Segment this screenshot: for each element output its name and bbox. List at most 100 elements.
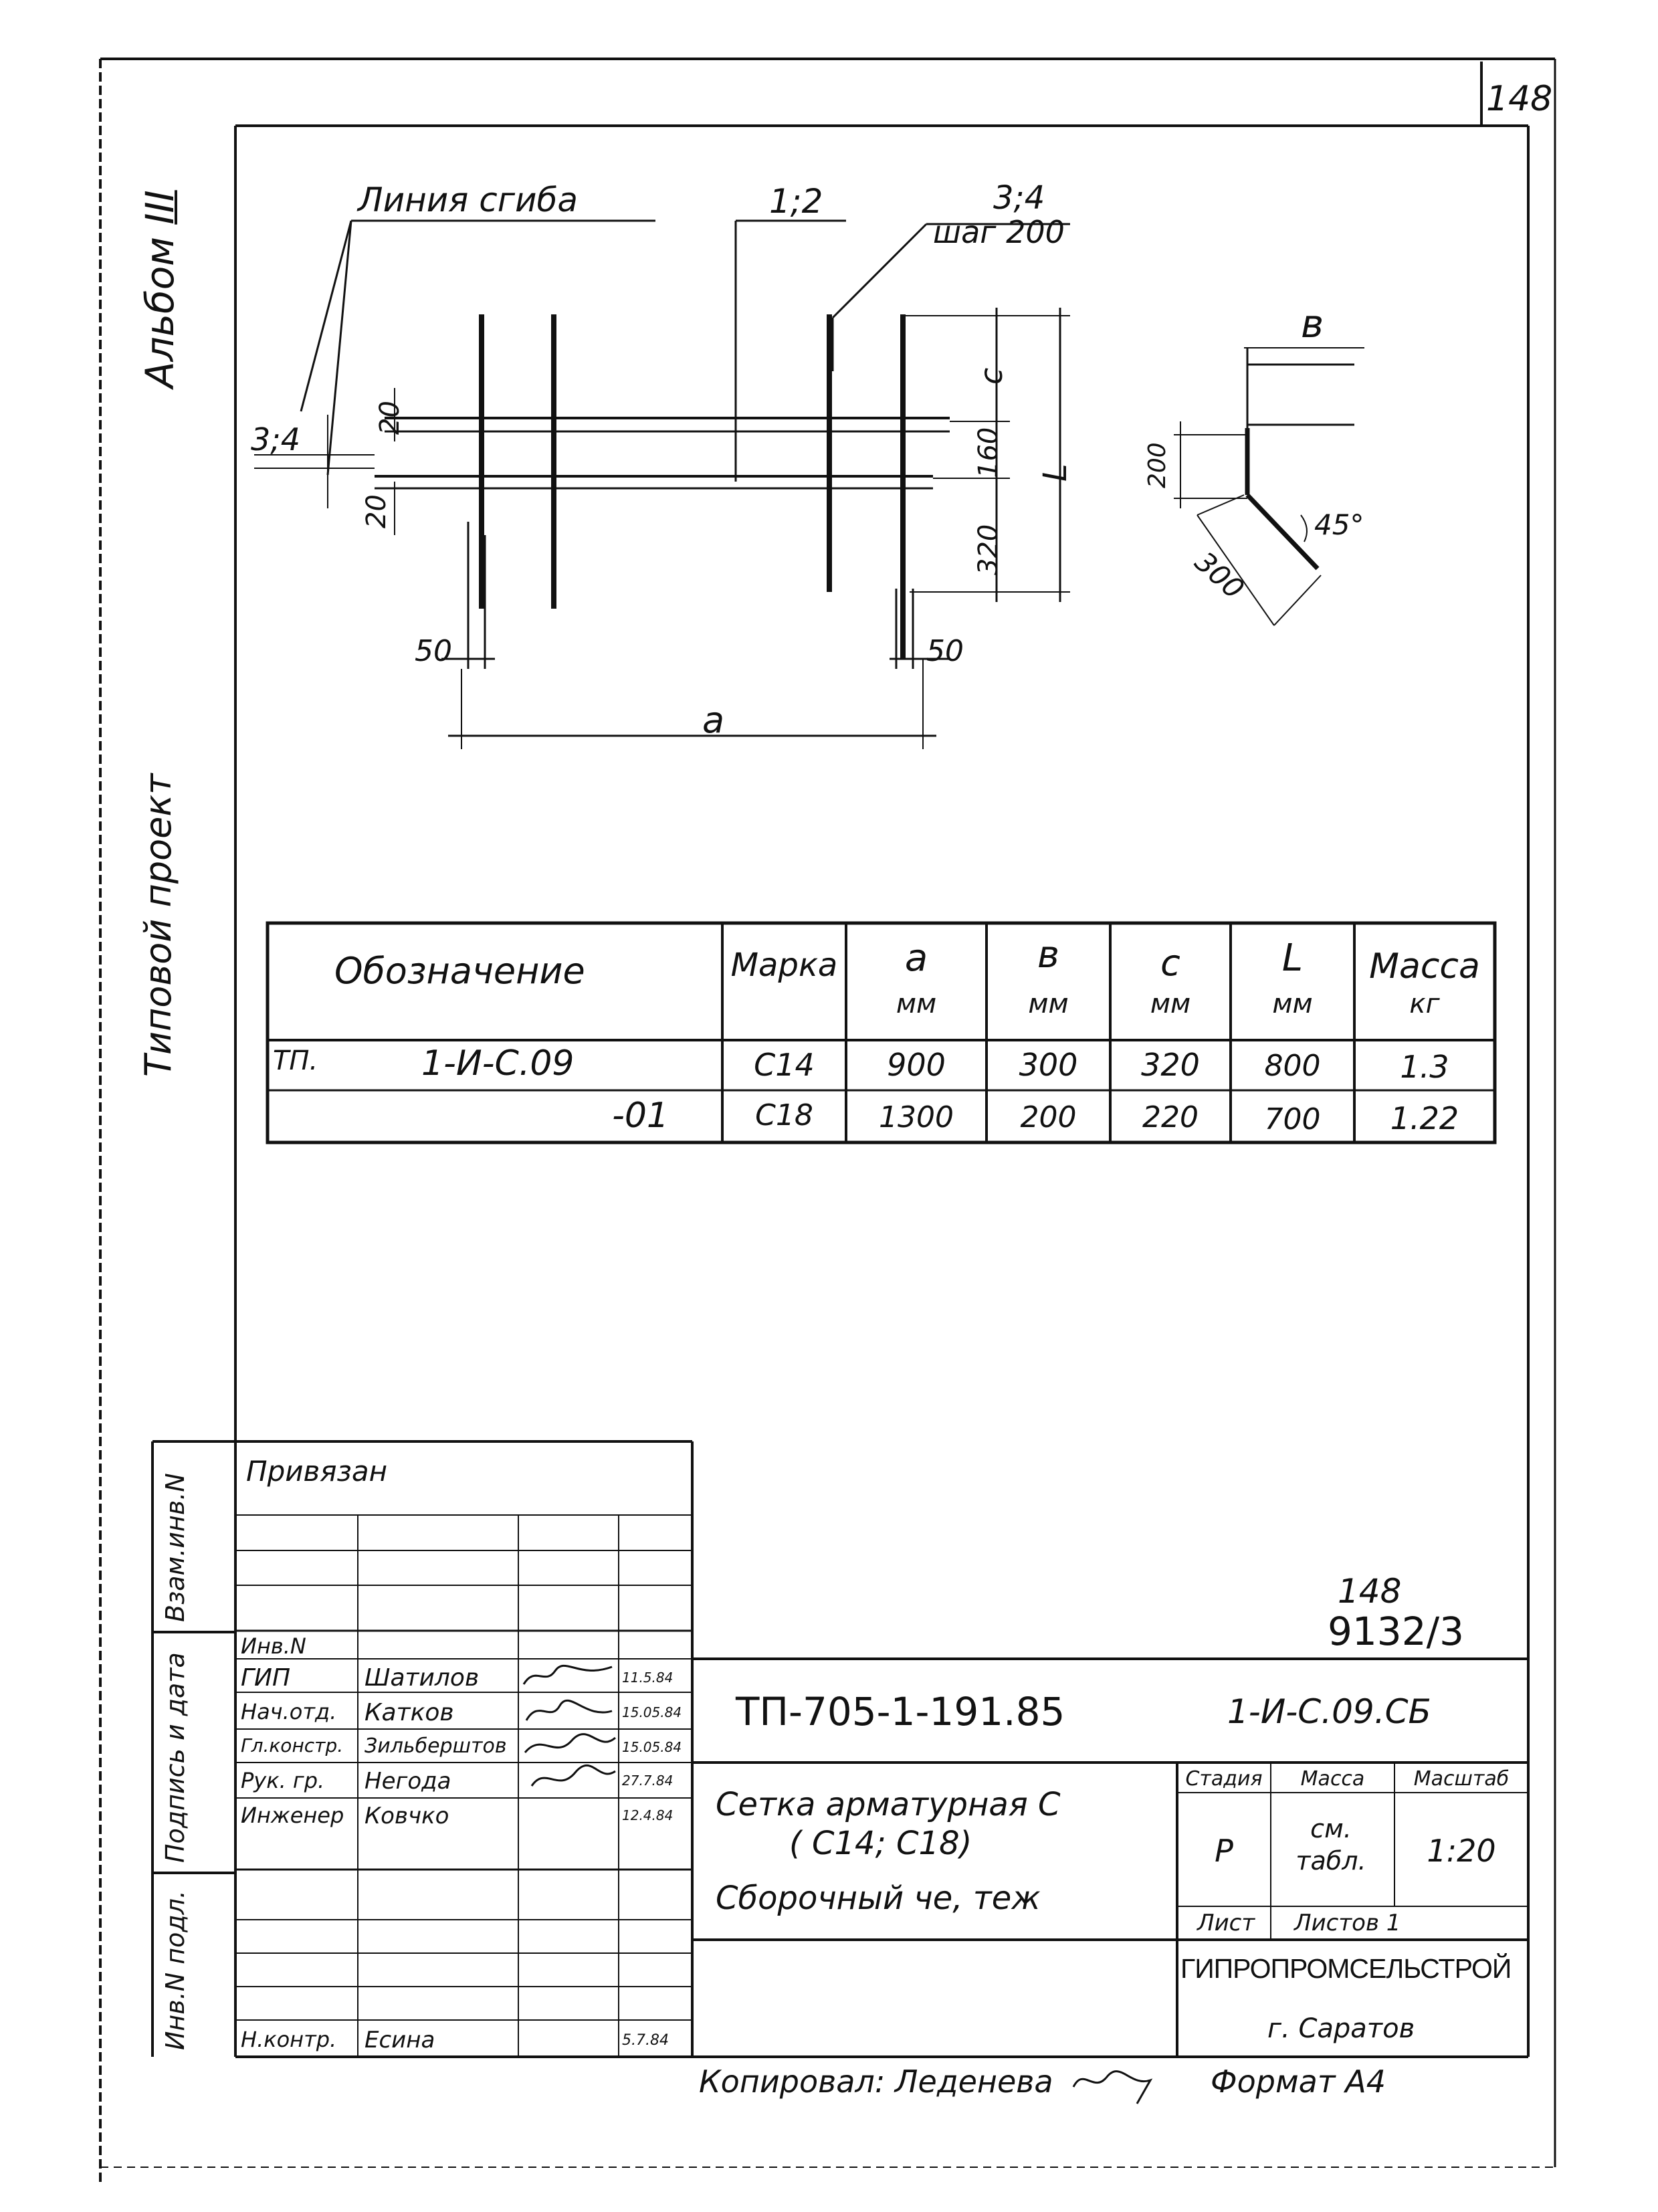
hdr-mass-unit: кг	[1409, 989, 1440, 1019]
mesh-drawing	[254, 219, 1070, 749]
corner-number-top: 148	[1338, 1572, 1402, 1611]
album-text: Альбом	[137, 237, 183, 388]
row1-c: 320	[1141, 1047, 1200, 1083]
step-label: шаг 200	[933, 214, 1065, 250]
side-podpis: Подпись и дата	[161, 1652, 190, 1863]
row1-b: 300	[1019, 1047, 1078, 1083]
project-code: ТП-705-1-191.85	[736, 1689, 1065, 1734]
dim-c-label: c	[973, 367, 1009, 385]
listov-label: Листов 1	[1294, 1910, 1401, 1936]
date-0: 11.5.84	[622, 1670, 673, 1686]
hdr-c: c	[1160, 942, 1180, 984]
norm-name: Есина	[365, 2027, 435, 2053]
masshtab-value: 1:20	[1427, 1833, 1496, 1869]
norm-role: Н.контр.	[241, 2027, 337, 2052]
stadia-label: Стадия	[1185, 1767, 1263, 1791]
detail-dim-300c	[1273, 575, 1322, 626]
album-roman: III	[137, 190, 183, 225]
org-city: г. Саратов	[1267, 2013, 1415, 2044]
leader-34-d	[831, 223, 928, 319]
detail-45-label: 45°	[1314, 508, 1364, 541]
row2-mass: 1.22	[1390, 1100, 1459, 1136]
label-1-2: 1;2	[769, 182, 823, 221]
side-inv: Инв.N подл.	[161, 1890, 190, 2050]
detail-b-label: в	[1301, 301, 1324, 346]
date-2: 15.05.84	[622, 1739, 682, 1755]
row2-c: 220	[1142, 1100, 1199, 1134]
privyazan: Привязан	[246, 1455, 388, 1488]
date-1: 15.05.84	[622, 1704, 682, 1720]
signatures	[522, 1664, 616, 1787]
hdr-b: в	[1037, 933, 1059, 977]
list-label: Лист	[1197, 1910, 1255, 1936]
masshtab-label: Масштаб	[1413, 1767, 1510, 1791]
date-4: 12.4.84	[622, 1807, 673, 1823]
signature-2	[524, 1733, 616, 1753]
name-1: Катков	[365, 1699, 454, 1726]
detail-dim-300b	[1197, 494, 1245, 516]
name-3: Негода	[365, 1768, 451, 1795]
copier-signature-stroke	[1072, 2070, 1153, 2104]
album-label: Альбом III	[137, 190, 183, 388]
name-4: Ковчко	[365, 1803, 449, 1829]
row2-designation: -01	[612, 1096, 669, 1136]
label-3-4-left: 3;4	[251, 421, 301, 458]
corner-number-bottom: 9132/3	[1328, 1609, 1465, 1654]
dim-50-right: 50	[926, 634, 964, 668]
hdr-c-unit: мм	[1150, 989, 1191, 1019]
label-3-4-top: 3;4	[993, 179, 1045, 217]
row1-prefix: ТП.	[273, 1045, 318, 1076]
signature-0	[522, 1664, 613, 1685]
dim-L-label: L	[1037, 464, 1074, 482]
name-2: Зильберштов	[365, 1734, 507, 1758]
role-2: Гл.констр.	[241, 1734, 344, 1756]
role-0: ГИП	[241, 1664, 291, 1692]
side-vzam: Взам.инв.N	[161, 1473, 190, 1622]
massa-label: Масса	[1300, 1767, 1365, 1791]
dim-20-bottom: 20	[361, 494, 392, 528]
dim-a-label: a	[702, 699, 725, 741]
row2-b: 200	[1020, 1100, 1077, 1134]
dim-320-label: 320	[973, 524, 1004, 575]
row1-mass: 1.3	[1400, 1049, 1449, 1085]
stadia-value: Р	[1215, 1833, 1233, 1869]
spec-table-grid	[266, 921, 1497, 1144]
name-0: Шатилов	[365, 1664, 480, 1692]
title-line-1: Сетка арматурная С	[716, 1786, 1061, 1823]
org-name: ГИПРОПРОМСЕЛЬСТРОЙ	[1180, 1953, 1512, 1984]
hdr-designation: Обозначение	[334, 950, 585, 992]
massa-value: см. табл.	[1296, 1814, 1366, 1876]
date-3: 27.7.84	[622, 1773, 673, 1789]
row2-a: 1300	[879, 1100, 954, 1134]
title-line-3: Сборочный че, теж	[716, 1880, 1041, 1917]
hdr-mass: Масса	[1369, 946, 1480, 987]
hdr-a: a	[904, 936, 928, 980]
hdr-mark: Марка	[730, 946, 838, 984]
role-1: Нач.отд.	[241, 1699, 337, 1724]
signature-3	[530, 1764, 616, 1787]
row1-a: 900	[887, 1047, 946, 1083]
detail-top-profile	[1246, 363, 1354, 426]
spec-table-border	[266, 921, 1497, 1144]
dim-20-top: 20	[375, 401, 405, 435]
bend-detail	[1174, 347, 1364, 626]
row2-mark: С18	[755, 1098, 813, 1132]
detail-dim-300a	[1197, 514, 1275, 626]
copier-signature	[1072, 2070, 1153, 2104]
bend-leader-1	[300, 220, 352, 412]
hdr-L-unit: мм	[1272, 989, 1313, 1019]
row1-mark: С14	[754, 1047, 815, 1083]
row2-L: 700	[1264, 1102, 1321, 1136]
copied-by: Копировал: Леденева	[699, 2064, 1053, 2100]
row1-L: 800	[1264, 1049, 1321, 1083]
norm-date: 5.7.84	[622, 2032, 669, 2049]
doc-code: 1-И-С.09.СБ	[1227, 1692, 1431, 1731]
dim-160-label: 160	[973, 427, 1004, 478]
signature-1	[525, 1699, 613, 1721]
hdr-L: L	[1281, 936, 1304, 980]
hdr-a-unit: мм	[896, 989, 937, 1019]
project-label: Типовой проект	[137, 773, 179, 1077]
stamp-grid	[151, 1440, 1528, 2057]
role-3: Рук. гр.	[241, 1768, 325, 1793]
